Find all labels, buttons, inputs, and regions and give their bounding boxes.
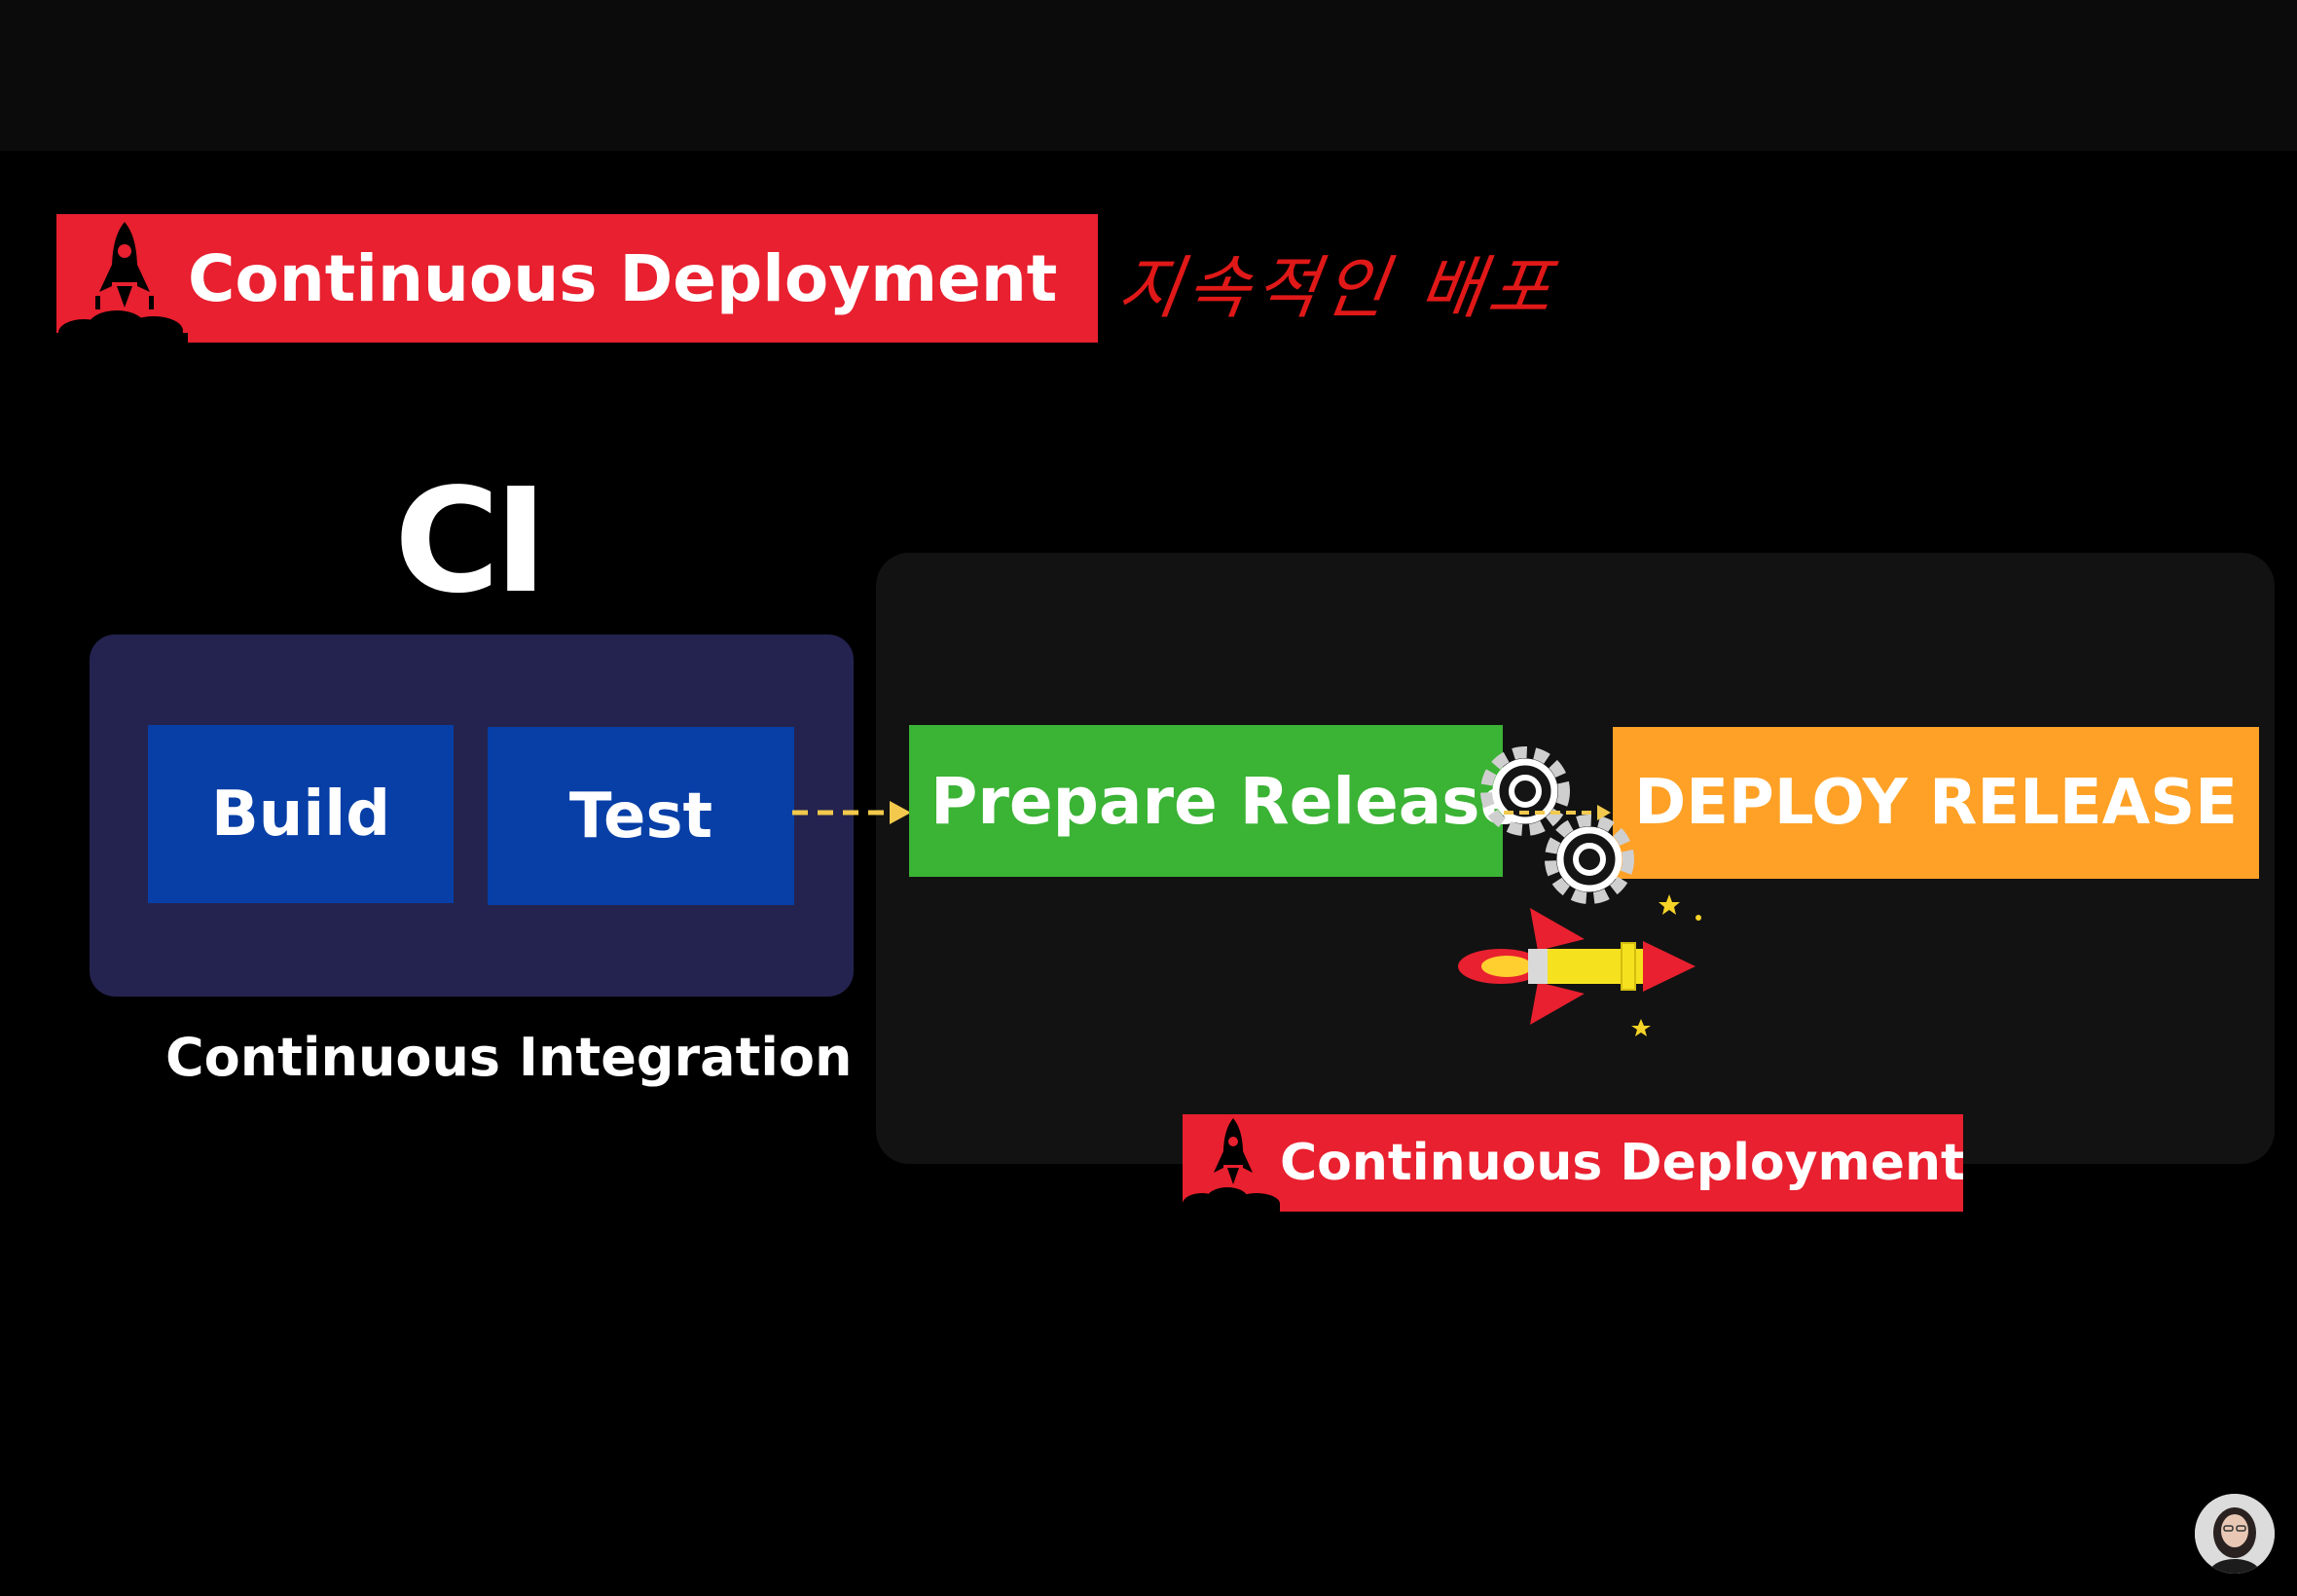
title-banner: Continuous Deployment bbox=[56, 214, 1098, 343]
ci-caption: Continuous Integration bbox=[165, 1027, 852, 1088]
ci-title: CI bbox=[394, 457, 542, 625]
rocket-icon bbox=[1183, 1114, 1280, 1212]
dashed-arrow-icon bbox=[788, 793, 915, 832]
rocket-icon bbox=[56, 214, 188, 343]
prepare-release-step: Prepare Release bbox=[909, 725, 1503, 877]
cd-banner: Continuous Deployment bbox=[1183, 1114, 1963, 1212]
korean-annotation: 지속적인 배포 bbox=[1112, 234, 1565, 332]
rocket-icon bbox=[1431, 881, 1713, 1046]
test-step: Test bbox=[488, 727, 794, 905]
presenter-avatar bbox=[2195, 1494, 2275, 1574]
build-step: Build bbox=[148, 725, 454, 903]
avatar-icon bbox=[2195, 1494, 2275, 1574]
top-band bbox=[0, 0, 2297, 151]
banner-title: Continuous Deployment bbox=[188, 241, 1057, 316]
cd-banner-label: Continuous Deployment bbox=[1280, 1134, 1963, 1192]
deploy-release-step: DEPLOY RELEASE bbox=[1613, 727, 2259, 879]
